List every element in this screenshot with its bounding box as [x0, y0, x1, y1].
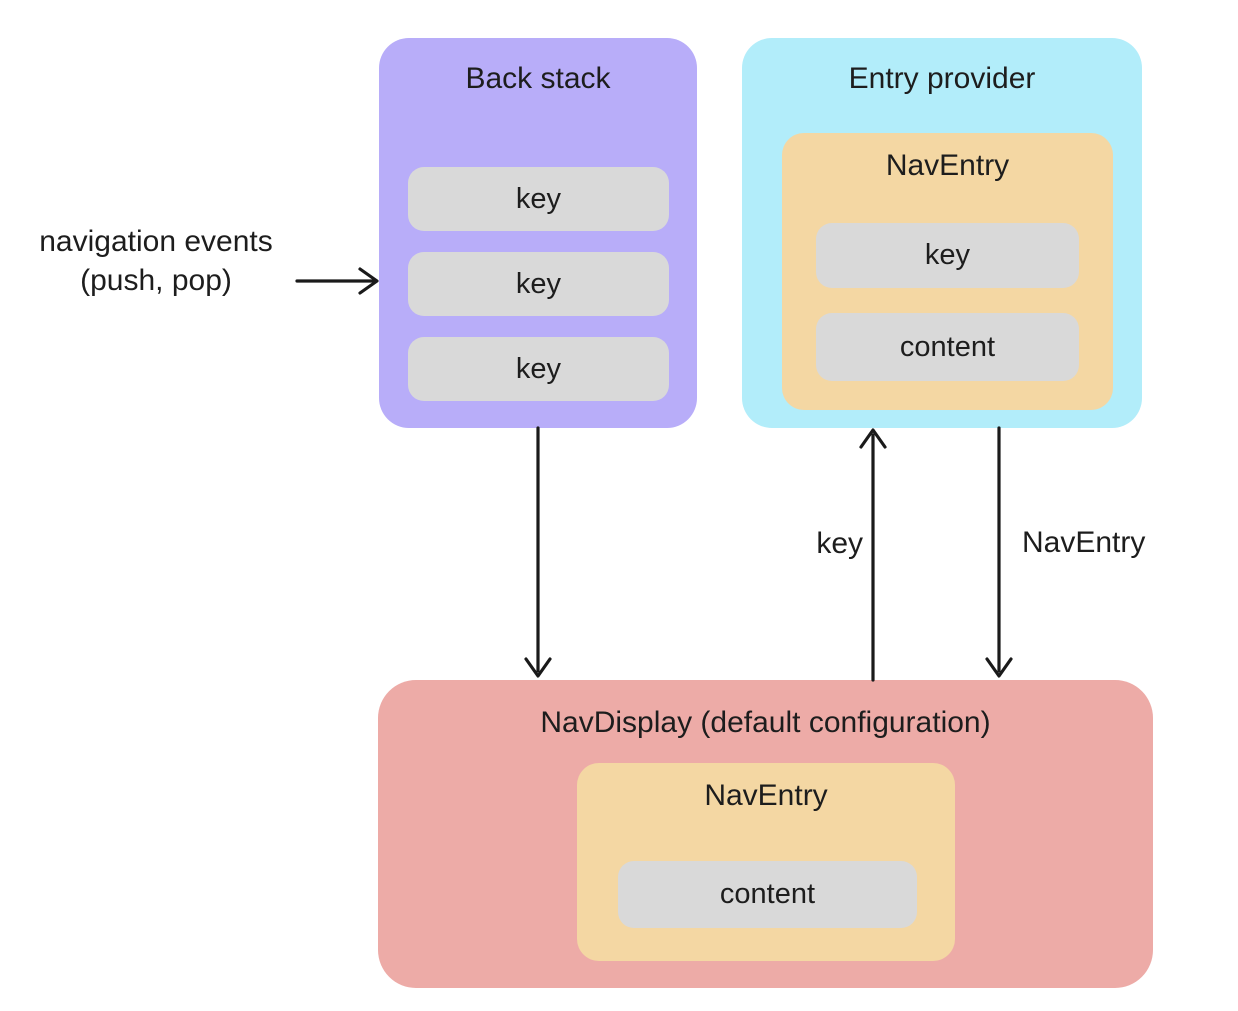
navigation-events-annotation: navigation events (push, pop) [6, 222, 306, 300]
entry-provider-box: Entry provider NavEntry key content [742, 38, 1142, 428]
push-pop-arrow [295, 267, 379, 295]
back-stack-key-pill: key [408, 252, 669, 316]
annotation-line-2: (push, pop) [80, 264, 232, 297]
nav-display-nav-entry-box: NavEntry content [577, 763, 955, 961]
entry-provider-nav-entry-box: NavEntry key content [782, 133, 1113, 410]
nav-display-box: NavDisplay (default configuration) NavEn… [378, 680, 1153, 988]
naventry-down-arrow [985, 426, 1013, 678]
backstack-to-navdisplay-arrow [524, 426, 552, 678]
entry-provider-nav-entry-title: NavEntry [885, 149, 1010, 182]
nav-entry-key-pill: key [816, 223, 1079, 288]
back-stack-box: Back stack key key key [379, 38, 697, 428]
nav-display-title: NavDisplay (default configuration) [540, 706, 991, 739]
back-stack-key-pill: key [408, 337, 669, 401]
entry-provider-title: Entry provider [848, 62, 1036, 95]
back-stack-key-pill: key [408, 167, 669, 231]
annotation-line-1: navigation events [39, 225, 273, 258]
nav-entry-content-pill: content [618, 861, 917, 928]
nav-display-nav-entry-title: NavEntry [704, 779, 828, 812]
key-arrow-label: key [816, 527, 863, 560]
nav-entry-arrow-label: NavEntry [1022, 526, 1146, 559]
nav-entry-content-pill: content [816, 313, 1079, 381]
key-up-arrow [859, 428, 887, 682]
back-stack-title: Back stack [465, 62, 611, 95]
